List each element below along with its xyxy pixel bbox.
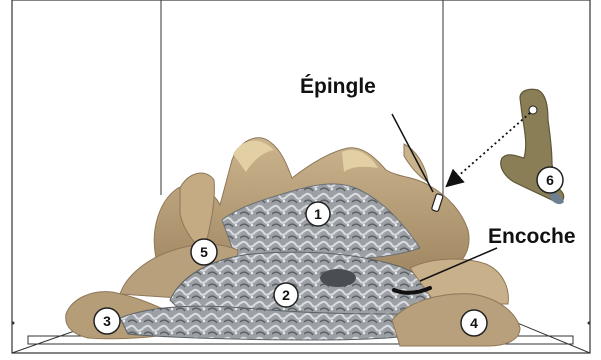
badge-5-text: 5 — [200, 244, 208, 260]
pin-label: Épingle — [300, 75, 376, 98]
log-2-dark-hollow — [320, 269, 356, 287]
frame-screw-left — [12, 322, 15, 325]
badge-2-text: 2 — [282, 287, 290, 303]
notch-label: Encoche — [488, 225, 576, 248]
badge-4: 4 — [461, 310, 487, 336]
log-set — [66, 138, 520, 346]
badge-6: 6 — [537, 167, 563, 193]
badge-4-text: 4 — [470, 315, 478, 331]
badge-2: 2 — [274, 283, 298, 307]
badge-3: 3 — [94, 308, 120, 334]
badge-6-text: 6 — [546, 172, 554, 188]
badge-5: 5 — [191, 239, 217, 265]
badge-1: 1 — [306, 202, 330, 226]
frame-screw-right — [588, 322, 591, 325]
badge-3-text: 3 — [103, 313, 111, 329]
log-6-pin-hole — [529, 106, 537, 114]
badge-1-text: 1 — [314, 206, 322, 222]
